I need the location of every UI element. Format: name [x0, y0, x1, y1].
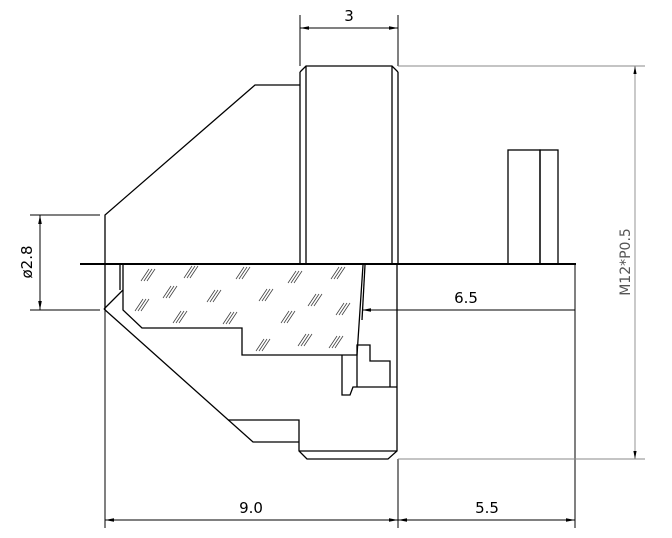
hatch-mark	[140, 268, 150, 282]
hatch-mark	[255, 338, 265, 352]
dim-label-6-5: 6.5	[454, 289, 478, 307]
hatch-mark	[283, 310, 293, 324]
hatch-mark	[300, 333, 310, 347]
hatch-mark	[331, 335, 341, 349]
hatch-mark	[261, 338, 271, 352]
hatch-mark	[175, 310, 185, 324]
hatch-mark	[328, 335, 338, 349]
hatch-mark	[168, 285, 178, 299]
hatch-mark	[287, 270, 297, 284]
hatch-mark	[290, 270, 300, 284]
hatch-mark	[162, 285, 172, 299]
hatch-mark	[335, 302, 345, 316]
hatch-mark	[286, 310, 296, 324]
hatch-mark	[258, 338, 268, 352]
hatch-mark	[333, 266, 343, 280]
hatch-mark	[334, 335, 344, 349]
hatch-mark	[293, 270, 303, 284]
hatch-mark	[241, 266, 251, 280]
dimension-thread-width: 3	[299, 7, 399, 66]
dimension-thread-spec: M12*P0.5	[398, 65, 645, 460]
hatch-mark	[280, 310, 290, 324]
hatch-mark	[209, 289, 219, 303]
lens-body-upper	[104, 65, 559, 310]
dim-label-3: 3	[344, 7, 354, 25]
lens-body-section	[103, 264, 398, 460]
hatch-mark	[134, 298, 144, 312]
hatch-mark	[297, 333, 307, 347]
hatch-mark	[228, 311, 238, 325]
hatch-mark	[206, 289, 216, 303]
hatch-mark	[178, 310, 188, 324]
hatch-mark	[330, 266, 340, 280]
hatch-mark	[264, 288, 274, 302]
hatch-mark	[225, 311, 235, 325]
glass-hatch	[134, 265, 351, 352]
hatch-mark	[137, 298, 147, 312]
hatch-mark	[165, 285, 175, 299]
dim-label-5-5: 5.5	[475, 499, 499, 517]
hatch-mark	[336, 266, 346, 280]
hatch-mark	[212, 289, 222, 303]
hatch-mark	[183, 265, 193, 279]
hatch-mark	[313, 293, 323, 307]
hatch-mark	[222, 311, 232, 325]
hatch-mark	[146, 268, 156, 282]
dim-label-diameter: ø2.8	[18, 245, 36, 278]
dim-label-thread: M12*P0.5	[618, 228, 634, 296]
dimension-aperture: ø2.8	[18, 214, 100, 311]
hatch-mark	[140, 298, 150, 312]
hatch-mark	[258, 288, 268, 302]
dim-label-9-0: 9.0	[239, 499, 263, 517]
hatch-mark	[143, 268, 153, 282]
hatch-mark	[238, 266, 248, 280]
hatch-mark	[186, 265, 196, 279]
hatch-mark	[307, 293, 317, 307]
hatch-mark	[310, 293, 320, 307]
hatch-mark	[261, 288, 271, 302]
hatch-mark	[172, 310, 182, 324]
hatch-mark	[303, 333, 313, 347]
dimension-lengths: 9.0 5.5	[104, 310, 575, 528]
hatch-mark	[338, 302, 348, 316]
hatch-mark	[189, 265, 199, 279]
hatch-mark	[235, 266, 245, 280]
dimension-back-focal: 6.5	[362, 264, 576, 528]
hatch-mark	[341, 302, 351, 316]
